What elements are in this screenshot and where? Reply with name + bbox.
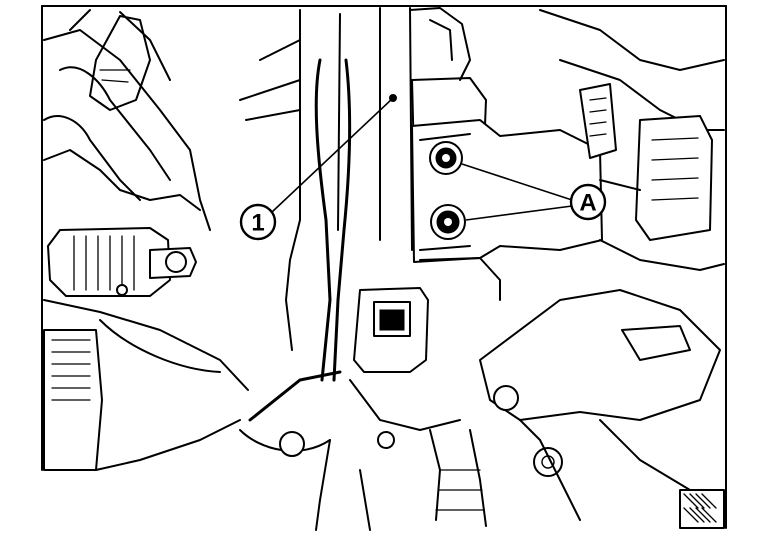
hatched-panel bbox=[679, 489, 725, 529]
bottom-left-bracket bbox=[43, 329, 241, 471]
lower-connector bbox=[349, 257, 501, 431]
right-bracket-assembly bbox=[539, 9, 725, 271]
bolt-upper bbox=[429, 141, 463, 175]
callout-1: 1 bbox=[239, 203, 277, 241]
tilt-lever-bracket bbox=[479, 289, 721, 521]
bolt-lower bbox=[430, 204, 466, 240]
callout-1-label: 1 bbox=[251, 210, 264, 237]
callout-1-circle bbox=[239, 203, 277, 241]
frame-border bbox=[41, 5, 727, 529]
wiring-harness bbox=[239, 370, 487, 531]
leader-lines bbox=[271, 94, 573, 221]
callout-a: A bbox=[569, 183, 607, 221]
callout-a-label: A bbox=[579, 190, 596, 217]
callout-a-circle bbox=[569, 183, 607, 221]
mounting-bolts bbox=[429, 141, 466, 240]
left-switch-assembly bbox=[43, 9, 249, 391]
